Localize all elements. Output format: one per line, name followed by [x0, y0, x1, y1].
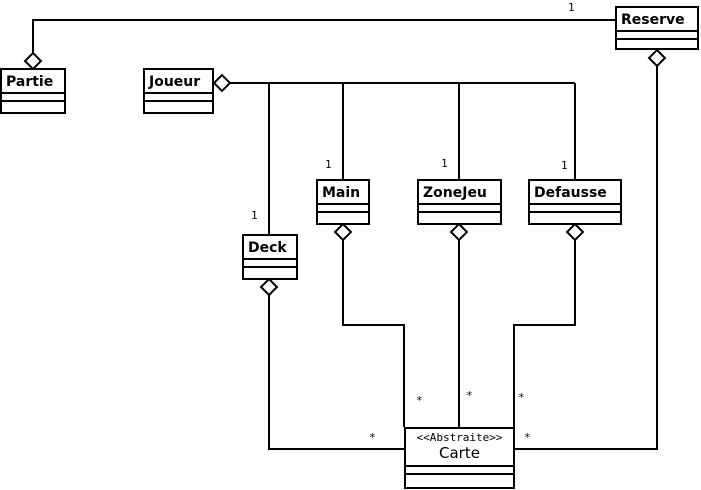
attributes-compartment	[530, 203, 620, 211]
class-name: Partie	[6, 74, 54, 90]
line-defausse-carte	[513, 239, 576, 427]
class-name: Carte	[439, 444, 480, 462]
class-name: Joueur	[149, 74, 201, 90]
class-carte[interactable]: <<Abstraite>> Carte	[404, 427, 515, 489]
attributes-compartment	[318, 203, 368, 211]
attributes-compartment	[145, 92, 212, 100]
line-partie-reserve	[32, 19, 616, 54]
line-main-carte	[342, 239, 405, 427]
multiplicity-zonejeu: 1	[441, 157, 448, 170]
aggregation-diamond-defausse	[565, 222, 585, 242]
class-partie[interactable]: Partie	[0, 68, 66, 114]
class-name: ZoneJeu	[423, 185, 487, 201]
class-name: Main	[322, 185, 361, 201]
class-zonejeu[interactable]: ZoneJeu	[417, 179, 502, 225]
class-name: Defausse	[534, 185, 607, 201]
class-name: Reserve	[621, 12, 685, 28]
multiplicity-main: 1	[325, 158, 332, 171]
operations-compartment	[406, 473, 513, 480]
class-stereotype: <<Abstraite>>	[416, 431, 503, 444]
multiplicity-carte-from-defausse: *	[518, 391, 525, 404]
attributes-compartment	[617, 30, 697, 38]
attributes-compartment	[244, 258, 296, 266]
class-name: Deck	[248, 240, 287, 256]
operations-compartment	[2, 100, 64, 107]
aggregation-diamond-main	[333, 222, 353, 242]
multiplicity-carte-from-main: *	[416, 394, 423, 407]
multiplicity-carte-from-zonejeu: *	[466, 389, 473, 402]
aggregation-diamond-joueur	[212, 73, 232, 93]
attributes-compartment	[406, 465, 513, 473]
aggregation-diamond-partie	[23, 51, 43, 71]
multiplicity-carte-from-reserve: *	[524, 431, 531, 444]
multiplicity-reserve-partie: 1	[568, 1, 575, 14]
operations-compartment	[617, 38, 697, 45]
class-deck[interactable]: Deck	[242, 234, 298, 280]
operations-compartment	[244, 266, 296, 273]
line-reserve-carte	[514, 66, 658, 450]
attributes-compartment	[419, 203, 500, 211]
class-reserve[interactable]: Reserve	[615, 6, 699, 50]
operations-compartment	[419, 211, 500, 218]
aggregation-diamond-zonejeu	[449, 222, 469, 242]
line-deck-carte	[268, 294, 404, 450]
multiplicity-defausse: 1	[561, 159, 568, 172]
multiplicity-deck: 1	[251, 209, 258, 222]
operations-compartment	[530, 211, 620, 218]
attributes-compartment	[2, 92, 64, 100]
operations-compartment	[318, 211, 368, 218]
multiplicity-carte-from-deck: *	[369, 431, 376, 444]
operations-compartment	[145, 100, 212, 107]
class-joueur[interactable]: Joueur	[143, 68, 214, 114]
class-defausse[interactable]: Defausse	[528, 179, 622, 225]
aggregation-diamond-reserve	[647, 48, 667, 68]
aggregation-diamond-deck	[259, 277, 279, 297]
class-main[interactable]: Main	[316, 179, 370, 225]
